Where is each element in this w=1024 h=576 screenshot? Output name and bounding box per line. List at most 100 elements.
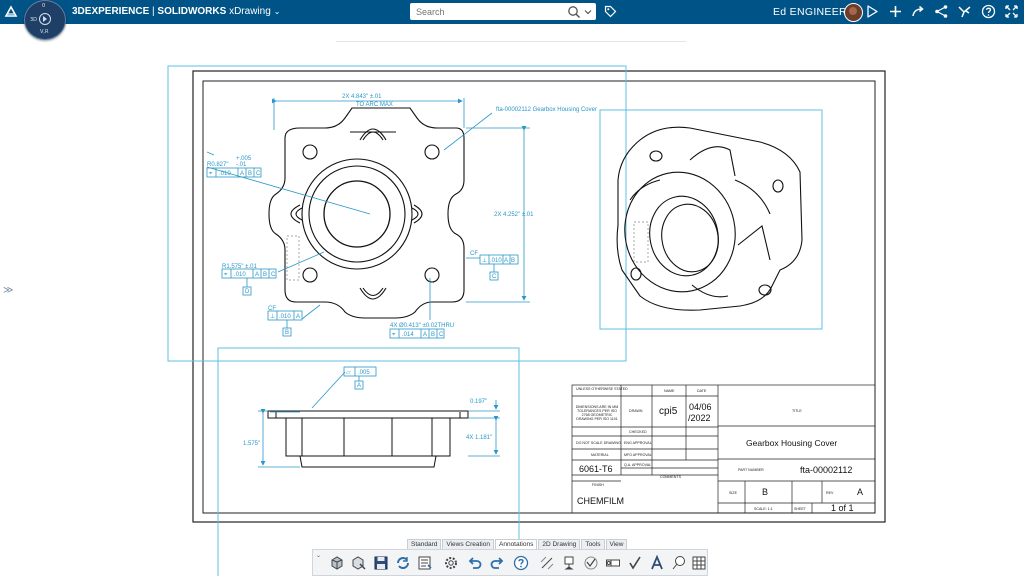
front-view-dimension-texts: 2X 4.843" ±.01 TO ARC MAX fta-00002112 G… xyxy=(207,94,597,329)
title-block[interactable] xyxy=(571,384,876,514)
height-dim[interactable]: 1.575" xyxy=(243,441,260,447)
tab-annotations[interactable]: Annotations xyxy=(495,539,538,550)
front-view-frame[interactable] xyxy=(167,65,627,362)
tab-standard[interactable]: Standard xyxy=(407,539,442,550)
tab-tools[interactable]: Tools xyxy=(581,539,605,550)
tb-partno[interactable]: fta-00002112 xyxy=(800,465,852,475)
dassault-logo-icon xyxy=(4,5,18,17)
balloon-icon[interactable] xyxy=(671,555,687,571)
collapse-ribbon-icon[interactable]: ⌄ xyxy=(316,553,322,559)
title-block-texts: UNLESS OTHERWISE STATED NAME DATE DRAWN … xyxy=(576,387,834,511)
text-annotation-icon[interactable] xyxy=(649,555,665,571)
dim-right[interactable]: 2X 4.252" ±.01 xyxy=(494,212,534,218)
tol-minus[interactable]: -.01 xyxy=(236,162,247,168)
tol-plus[interactable]: +.005 xyxy=(236,156,252,162)
search-options-chevron-icon[interactable] xyxy=(583,7,593,17)
part-properties-icon[interactable] xyxy=(351,555,367,571)
tab-2d-drawing[interactable]: 2D Drawing xyxy=(538,539,581,550)
cf-left[interactable]: CF xyxy=(268,306,276,312)
avatar[interactable] xyxy=(844,3,863,22)
datum-a[interactable]: A xyxy=(357,383,361,389)
action-bar: ⌄ xyxy=(312,549,708,576)
compass-play-icon[interactable] xyxy=(39,13,51,25)
tb-rev[interactable]: A xyxy=(857,487,863,497)
tag-icon[interactable] xyxy=(604,5,617,18)
tab-view[interactable]: View xyxy=(605,539,628,550)
tb-finish-label: FINISH xyxy=(592,483,604,487)
tb-title-label: TITLE xyxy=(792,409,802,413)
search-icon[interactable] xyxy=(566,4,582,20)
cf-right[interactable]: CF xyxy=(470,251,478,257)
section-view-frame[interactable] xyxy=(217,347,520,576)
dim-r2[interactable]: 4X 1.181" xyxy=(466,435,492,441)
tb-material[interactable]: 6061-T6 xyxy=(579,464,613,474)
tb-size[interactable]: B xyxy=(762,487,768,497)
fullscreen-icon[interactable] xyxy=(1004,4,1019,19)
drawing-properties-icon[interactable] xyxy=(417,555,433,571)
tb-comments: COMMENTS xyxy=(660,475,682,479)
iso-view-frame[interactable] xyxy=(599,109,823,330)
holes-dim[interactable]: 4X Ø0.413" ±0.02THRU xyxy=(390,323,454,329)
sheet-outer-border xyxy=(192,70,886,523)
compass-center-label: V,R xyxy=(40,29,49,35)
dia-dim[interactable]: R1.575" ±.01 xyxy=(222,264,257,270)
search-box[interactable] xyxy=(410,3,596,20)
tb-date-line1[interactable]: 04/06 xyxy=(689,402,712,412)
settings-icon[interactable] xyxy=(443,555,459,571)
fcf-1[interactable] xyxy=(206,167,262,178)
redo-icon[interactable] xyxy=(489,555,505,571)
surface-finish-icon[interactable] xyxy=(583,555,599,571)
export-part-icon[interactable] xyxy=(329,555,345,571)
flat-tol[interactable]: .005 xyxy=(358,370,370,376)
tab-views-creation[interactable]: Views Creation xyxy=(442,539,494,550)
fcf-5[interactable] xyxy=(389,328,445,339)
weld-symbol-icon[interactable] xyxy=(627,555,643,571)
front-view-dimensions xyxy=(206,98,530,328)
fcf-2-datum-a: A xyxy=(255,272,259,278)
fcf-2-datum-c: C xyxy=(271,272,276,278)
user-name[interactable]: Ed ENGINEER xyxy=(773,6,847,18)
fcf-2[interactable] xyxy=(221,268,277,296)
fcf-5-datum-c: C xyxy=(439,332,444,338)
radius-dim[interactable]: R0.827" xyxy=(207,162,228,168)
table-icon[interactable] xyxy=(691,555,707,571)
tb-drawn-by[interactable]: cpi5 xyxy=(659,406,678,417)
help-icon[interactable] xyxy=(981,4,996,19)
datum-feature-icon[interactable] xyxy=(561,555,577,571)
dim-r1[interactable]: 0.197" xyxy=(470,399,487,405)
fcf-3[interactable] xyxy=(479,254,519,281)
brand-name: 3DEXPERIENCE xyxy=(72,6,150,17)
fcf-4[interactable] xyxy=(267,310,303,337)
refresh-icon[interactable] xyxy=(395,555,411,571)
tb-finish[interactable]: CHEMFILM xyxy=(577,496,624,506)
save-icon[interactable] xyxy=(373,555,389,571)
add-icon[interactable] xyxy=(888,4,903,19)
section-view-part xyxy=(267,410,469,468)
help-icon[interactable] xyxy=(513,555,529,571)
part-callout[interactable]: fta-00002112 Gearbox Housing Cover xyxy=(496,107,597,113)
fcf-5-datum-a: A xyxy=(423,332,427,338)
social-share-icon[interactable] xyxy=(934,4,949,19)
isometric-view-part xyxy=(616,126,803,311)
search-input[interactable] xyxy=(414,4,558,20)
share-icon[interactable] xyxy=(911,4,926,19)
tb-mfg-appr: MFG APPROVAL xyxy=(624,453,652,457)
tb-date-line2[interactable]: /2022 xyxy=(688,413,711,423)
undo-icon[interactable] xyxy=(467,555,483,571)
tb-note2-box: DIMENSIONS ARE IN MM TOLERANCES PER ISO … xyxy=(576,405,619,421)
activity-feed-icon[interactable] xyxy=(865,4,880,19)
fcf-3-datum-a: A xyxy=(504,258,508,264)
datum-b: B xyxy=(285,330,289,336)
apps-compass-icon[interactable] xyxy=(957,4,972,19)
smart-dimension-icon[interactable] xyxy=(539,555,555,571)
tb-title[interactable]: Gearbox Housing Cover xyxy=(746,438,837,448)
dim-top-line1[interactable]: 2X 4.843" ±.01 xyxy=(342,94,382,100)
expand-panel-icon[interactable]: ≫ xyxy=(3,285,14,296)
geometric-tolerance-icon[interactable] xyxy=(605,555,621,571)
dim-top-line2[interactable]: TO ARC MAX xyxy=(356,102,393,108)
tb-sheet[interactable]: 1 of 1 xyxy=(831,503,854,513)
compass-widget[interactable]: 0 3D V,R xyxy=(24,0,66,40)
fcf-2-datum-b: B xyxy=(263,272,267,278)
app-title[interactable]: 3DEXPERIENCE | SOLIDWORKS xDrawing⌄ xyxy=(72,6,280,17)
